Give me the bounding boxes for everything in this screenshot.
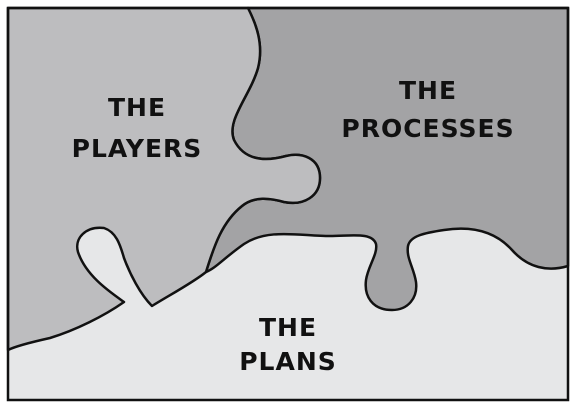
piece-players: [6, 6, 322, 352]
players-line-1: THE: [108, 93, 166, 122]
label-players: THE PLAYERS: [72, 93, 203, 163]
plans-line-1: THE: [259, 313, 317, 342]
frame-border: [6, 6, 570, 402]
players-line-2: PLAYERS: [72, 134, 203, 163]
label-processes: THE PROCESSES: [341, 76, 514, 143]
plans-line-2: PLANS: [239, 347, 337, 376]
processes-line-1: THE: [399, 76, 457, 105]
processes-line-2: PROCESSES: [341, 114, 514, 143]
label-plans: THE PLANS: [239, 313, 337, 376]
